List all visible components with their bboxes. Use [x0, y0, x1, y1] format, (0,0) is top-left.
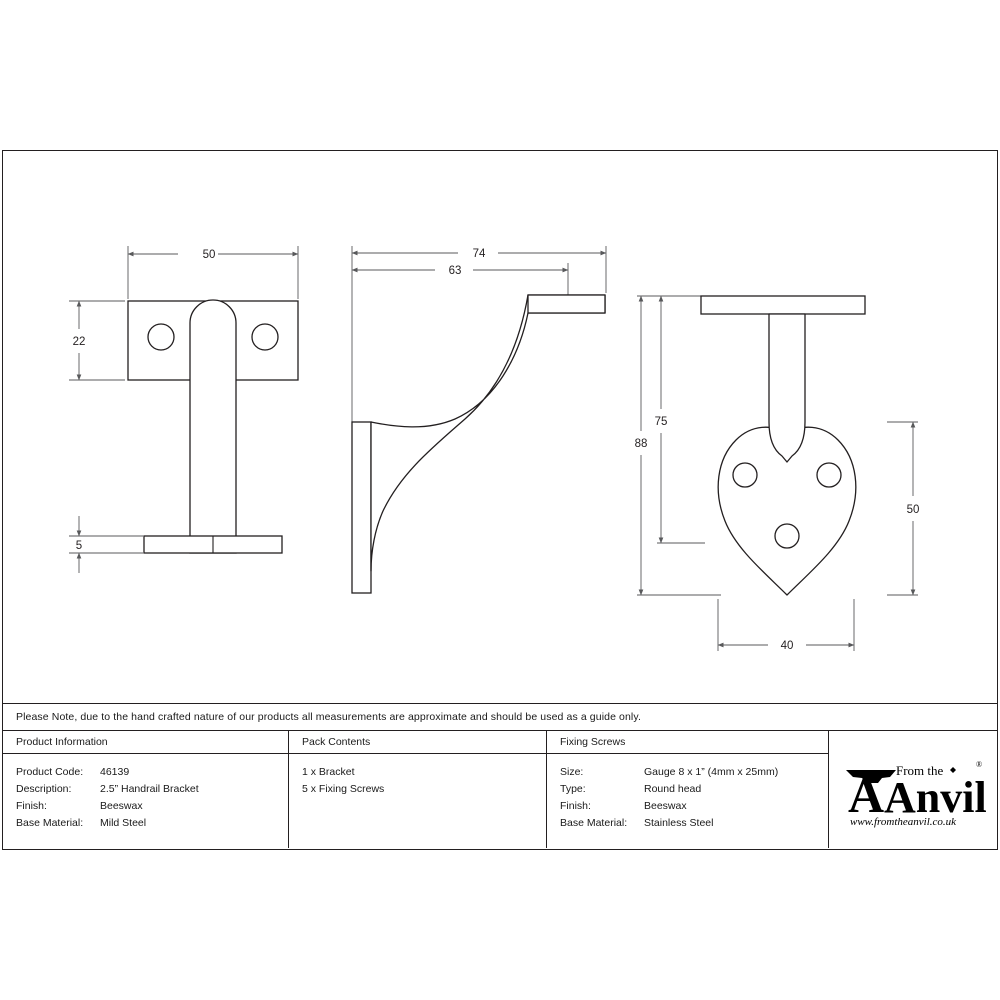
row-key: Description:	[16, 783, 72, 795]
table-row: Finish: Beeswax	[560, 798, 828, 815]
plan-plate-length-dimension: 50	[907, 421, 920, 596]
column-product-information: Product Information Product Code: 46139 …	[3, 731, 289, 848]
row-value: 46139	[100, 766, 130, 778]
column-pack-contents: Pack Contents 1 x Bracket 5 x Fixing Scr…	[289, 731, 547, 848]
table-row: Base Material: Stainless Steel	[560, 815, 828, 832]
plan-overall-height-dimension: 88	[635, 295, 648, 596]
front-fixing-hole-right	[251, 323, 279, 351]
diamond-spark-icon	[950, 766, 956, 773]
row-key: Finish:	[16, 800, 47, 812]
column-brand-logo: A Anvil From the ® www.fromtheanvil.co.u…	[829, 731, 997, 848]
plan-fixing-hole-bottom	[774, 523, 800, 549]
brand-logo: A Anvil From the ® www.fromtheanvil.co.u…	[829, 731, 997, 848]
row-value: Gauge 8 x 1” (4mm x 25mm)	[644, 766, 779, 778]
measurement-note-text: Please Note, due to the hand crafted nat…	[16, 711, 641, 723]
row-value: Mild Steel	[100, 817, 147, 829]
row-value: Beeswax	[644, 800, 687, 812]
body-product-information: Product Code: 46139 Description: 2.5” Ha…	[3, 754, 288, 848]
table-row: Size: Gauge 8 x 1” (4mm x 25mm)	[560, 764, 828, 781]
plan-fixing-hole-left	[732, 462, 758, 488]
plan-view: 88 75 50 40	[635, 295, 920, 652]
row-value: 2.5” Handrail Bracket	[100, 783, 199, 795]
dim-label-plan-plate-width: 40	[781, 640, 794, 652]
front-stem	[189, 299, 237, 554]
row-value: Round head	[644, 783, 702, 795]
heading-pack-contents: Pack Contents	[289, 731, 546, 754]
side-top-pad	[527, 294, 606, 314]
body-fixing-screws: Size: Gauge 8 x 1” (4mm x 25mm) Type: Ro…	[547, 754, 828, 848]
measurement-note-row: Please Note, due to the hand crafted nat…	[3, 703, 997, 731]
row-key: Product Code:	[16, 766, 84, 778]
front-elevation-view: 50 22	[69, 246, 299, 573]
plan-plate-offset-dimension: 75	[655, 295, 668, 544]
front-width-dimension: 50	[127, 249, 299, 261]
drawing-sheet: 50 22	[2, 150, 998, 850]
side-arm-dimension: 63	[351, 265, 569, 277]
plan-stem	[768, 313, 806, 463]
technical-drawing-area: 50 22	[3, 151, 997, 703]
table-row: Product Code: 46139	[16, 764, 288, 781]
logo-wordmark-top: From the	[896, 763, 944, 778]
logo-registered-mark: ®	[976, 760, 982, 769]
table-row: Type: Round head	[560, 781, 828, 798]
side-extension-lines	[351, 246, 607, 423]
dim-label-plan-plate-offset: 75	[655, 416, 668, 428]
dim-label-front-plate-height: 22	[73, 336, 86, 348]
logo-wordmark-main: Anvil	[884, 773, 987, 822]
front-fixing-hole-left	[147, 323, 175, 351]
column-fixing-screws: Fixing Screws Size: Gauge 8 x 1” (4mm x …	[547, 731, 829, 848]
technical-drawing-svg: 50 22	[69, 246, 920, 652]
plan-plate-width-dimension: 40	[717, 640, 855, 652]
side-projection-dimension: 74	[351, 248, 607, 260]
row-key: Size:	[560, 766, 584, 778]
dim-label-front-thickness: 5	[76, 540, 82, 552]
table-row: Base Material: Mild Steel	[16, 815, 288, 832]
row-value: Stainless Steel	[644, 817, 714, 829]
row-key: Type:	[560, 783, 586, 795]
row-key: Base Material:	[16, 817, 84, 829]
row-value: Beeswax	[100, 800, 143, 812]
logo-letter-a: A	[848, 767, 884, 823]
front-thickness-dimension: 5	[76, 516, 82, 573]
dim-label-plan-overall-height: 88	[635, 438, 648, 450]
row-key: Finish:	[560, 800, 591, 812]
dim-label-front-width: 50	[203, 249, 216, 261]
table-row: Finish: Beeswax	[16, 798, 288, 815]
list-item: 1 x Bracket	[302, 766, 355, 778]
specification-table: Product Information Product Code: 46139 …	[3, 731, 997, 848]
front-plate-height-dimension: 22	[73, 300, 86, 381]
dim-label-side-projection: 74	[473, 248, 486, 260]
list-item: 5 x Fixing Screws	[302, 783, 385, 795]
plan-top-bar	[700, 295, 866, 315]
plan-fixing-hole-right	[816, 462, 842, 488]
heading-product-information: Product Information	[3, 731, 288, 754]
side-curved-arm	[370, 294, 606, 572]
table-row: Description: 2.5” Handrail Bracket	[16, 781, 288, 798]
anvil-icon	[846, 769, 896, 783]
side-wall-plate	[351, 421, 372, 594]
body-pack-contents: 1 x Bracket 5 x Fixing Screws	[289, 754, 546, 848]
side-elevation-view: 74 63	[351, 246, 607, 594]
from-the-anvil-logo-svg: A Anvil From the ® www.fromtheanvil.co.u…	[846, 760, 987, 828]
dim-label-side-arm: 63	[449, 265, 462, 277]
row-key: Base Material:	[560, 817, 628, 829]
dim-label-plan-plate-length: 50	[907, 504, 920, 516]
logo-website: www.fromtheanvil.co.uk	[850, 816, 957, 828]
heading-fixing-screws: Fixing Screws	[547, 731, 828, 754]
